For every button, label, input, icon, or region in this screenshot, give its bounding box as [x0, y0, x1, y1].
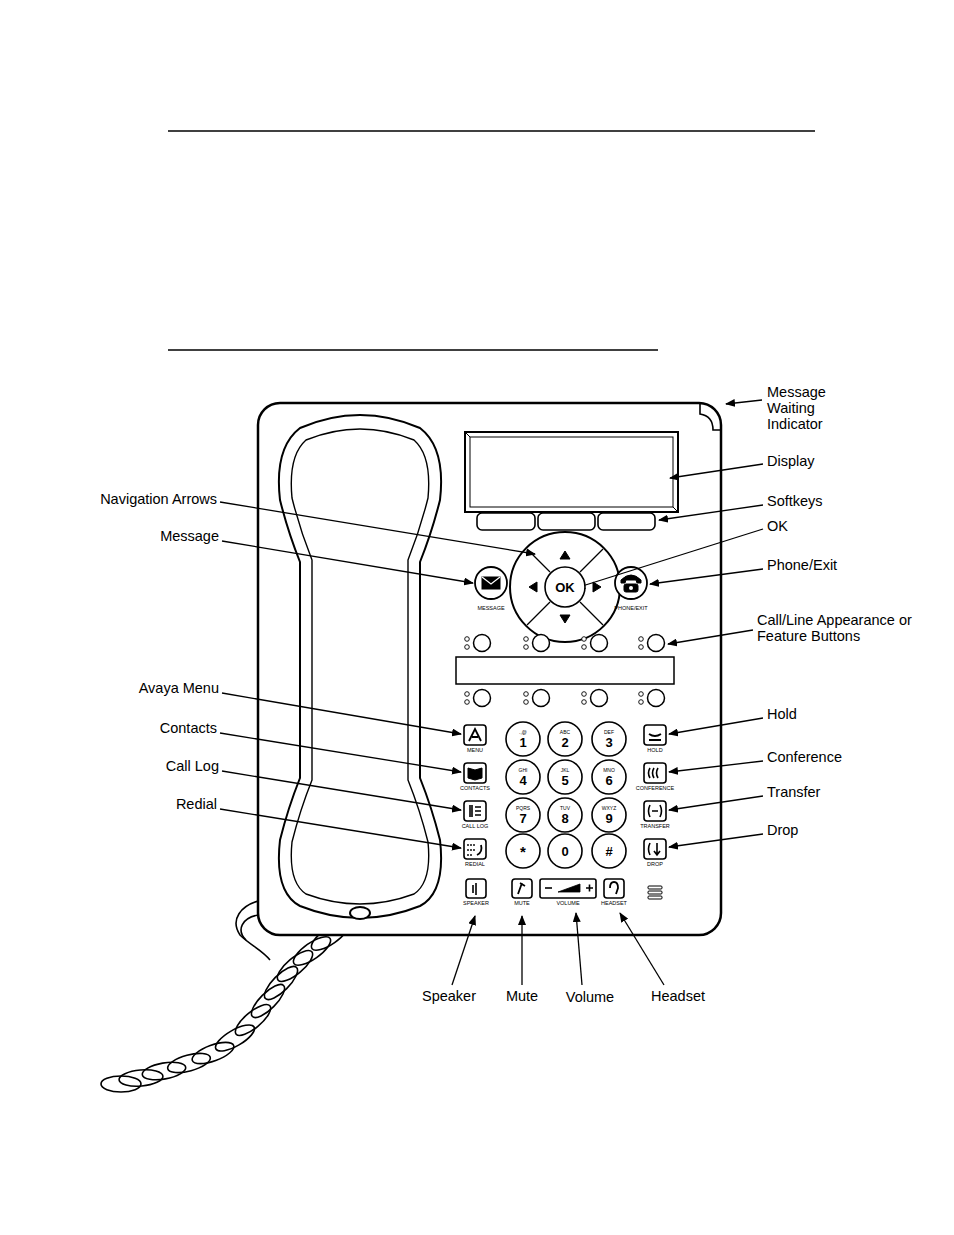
function-buttons: [464, 725, 486, 859]
key-letters: GHI: [519, 768, 528, 773]
button-caption: CONTACTS: [453, 785, 497, 791]
button-caption: PHONE/EXIT: [609, 605, 653, 611]
button-caption: TRANSFER: [631, 823, 679, 829]
line-appearance-buttons: [456, 635, 674, 707]
call-control-buttons: [644, 725, 666, 859]
key-symbol: 7: [519, 812, 526, 825]
keypad-key: .,@1: [505, 721, 541, 757]
keypad-key: DEF3: [591, 721, 627, 757]
button-caption: HOLD: [635, 747, 675, 753]
button-caption: VOLUME: [546, 900, 590, 906]
handset: [279, 415, 441, 919]
key-symbol: 8: [561, 812, 568, 825]
keypad-key: JKL5: [547, 759, 583, 795]
callout-label: Phone/Exit: [767, 558, 907, 574]
key-symbol: 5: [561, 774, 568, 787]
callout-label: Message Waiting Indicator: [767, 385, 847, 433]
callout-label: Mute: [487, 989, 557, 1005]
keypad-key: 0: [547, 833, 583, 869]
button-caption: MENU: [455, 747, 495, 753]
button-caption: REDIAL: [455, 861, 495, 867]
callout-label: Volume: [550, 990, 630, 1006]
callout-label: Hold: [767, 707, 887, 723]
speaker-grille: [648, 886, 662, 899]
callout-label: Call Log: [99, 759, 219, 775]
button-caption: MESSAGE: [471, 605, 511, 611]
keypad-key: TUV8: [547, 797, 583, 833]
callout-label: Softkeys: [767, 494, 887, 510]
key-letters: WXYZ: [602, 806, 616, 811]
callout-label: Redial: [97, 797, 217, 813]
callout-label: Drop: [767, 823, 887, 839]
key-symbol: 0: [561, 845, 568, 858]
key-symbol: 1: [519, 736, 526, 749]
display-screen: [465, 432, 678, 512]
message-waiting-light: [700, 404, 720, 430]
button-caption: DROP: [635, 861, 675, 867]
message-button: [475, 567, 507, 599]
key-symbol: *: [520, 844, 526, 859]
key-letters: PQRS: [516, 806, 530, 811]
key-symbol: OK: [555, 581, 575, 594]
key-letters: ABC: [560, 730, 570, 735]
softkey-buttons: [477, 513, 655, 530]
phone-body: [258, 403, 721, 935]
keypad-key: MNO6: [591, 759, 627, 795]
button-caption: CONFERENCE: [631, 785, 679, 791]
callout-label: Display: [767, 454, 887, 470]
key-letters: DEF: [604, 730, 614, 735]
callout-label: Speaker: [404, 989, 494, 1005]
key-letters: MNO: [603, 768, 615, 773]
callout-label: Transfer: [767, 785, 907, 801]
key-symbol: 2: [561, 736, 568, 749]
key-symbol: #: [605, 845, 612, 858]
callout-label: Navigation Arrows: [47, 492, 217, 508]
callout-label: OK: [767, 519, 887, 535]
key-symbol: 4: [519, 774, 526, 787]
key-symbol: 3: [605, 736, 612, 749]
callout-label: Avaya Menu: [69, 681, 219, 697]
callout-label: Contacts: [97, 721, 217, 737]
button-caption: MUTE: [504, 900, 540, 906]
key-symbol: 9: [605, 812, 612, 825]
callout-label: Conference: [767, 750, 907, 766]
button-caption: SPEAKER: [456, 900, 496, 906]
leader-lines: [220, 400, 763, 985]
key-letters: .,@: [519, 730, 527, 735]
rule-line: [168, 349, 658, 351]
phone-exit-button: [615, 567, 647, 599]
ok-button: OK: [544, 566, 586, 608]
keypad-key: GHI4: [505, 759, 541, 795]
keypad-key: PQRS7: [505, 797, 541, 833]
keypad-key: *: [505, 833, 541, 869]
rule-line: [168, 130, 815, 132]
keypad-key: ABC2: [547, 721, 583, 757]
button-caption: HEADSET: [594, 900, 634, 906]
audio-buttons: [466, 879, 624, 898]
keypad-key: #: [591, 833, 627, 869]
key-letters: JKL: [561, 768, 570, 773]
callout-label: Message: [99, 529, 219, 545]
navigation-cluster: [510, 532, 620, 642]
keypad-key: WXYZ9: [591, 797, 627, 833]
button-caption: CALL LOG: [453, 823, 497, 829]
callout-label: Call/Line Appearance or Feature Buttons: [757, 613, 925, 645]
key-symbol: 6: [605, 774, 612, 787]
key-letters: TUV: [560, 806, 570, 811]
callout-label: Headset: [633, 989, 723, 1005]
